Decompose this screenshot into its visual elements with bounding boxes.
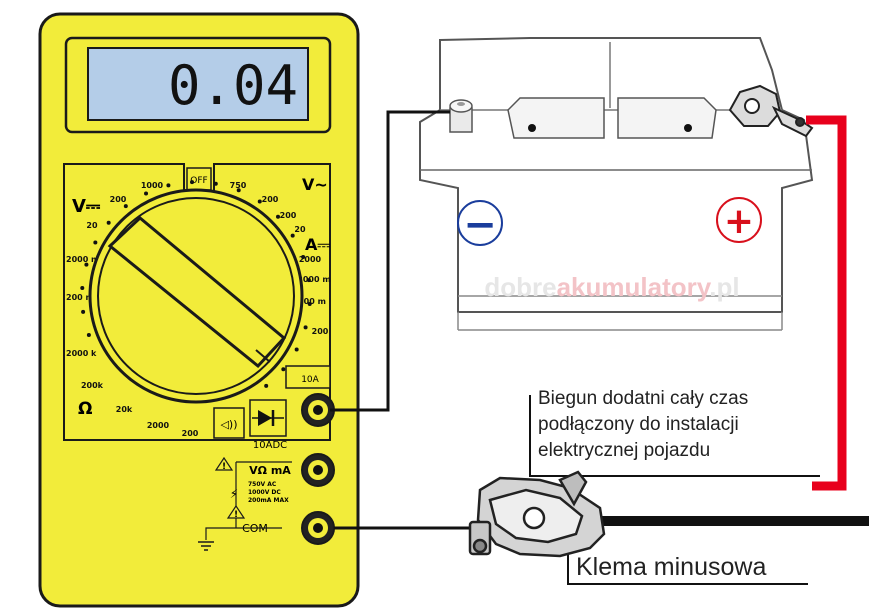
minus-icon: − (463, 202, 497, 248)
dial-tick (294, 347, 299, 352)
range-label: 2000 (147, 421, 170, 430)
dial-tick (290, 233, 295, 238)
probe-wire-10adc (330, 110, 450, 412)
range-label: 200 (262, 195, 279, 204)
range-label: 750 (230, 181, 247, 190)
range-label: 2000 m (66, 255, 99, 264)
dial-tick (264, 383, 269, 388)
v-dc-symbol: V⎓ (72, 196, 101, 217)
range-10a-label: 10A (301, 375, 319, 385)
positive-caption-leader (529, 395, 820, 477)
dial-ticks (80, 180, 312, 388)
range-label: 200 m (66, 293, 94, 302)
range-label: 2000 k (66, 349, 97, 358)
warning-icon (226, 504, 246, 519)
negative-clamp-caption: Klema minusowa (576, 553, 767, 581)
positive-cable (806, 115, 847, 491)
lcd-screen (87, 47, 309, 121)
dial-tick (306, 278, 311, 283)
warning-text: 1000V DC (248, 489, 281, 496)
multimeter: 0.04 OFF V⎓ V~ A⎓ Ω 1000 200 20 2000 m 2… (38, 12, 360, 608)
dial-tick (307, 301, 312, 306)
ohm-symbol: Ω (78, 399, 92, 419)
ground-icon (198, 541, 214, 551)
dial-tick (123, 204, 128, 209)
range-label: 200 (280, 211, 297, 220)
dial-tick (80, 286, 85, 291)
jack-vma[interactable] (301, 453, 335, 487)
dial-tick (84, 262, 89, 267)
jack-10adc-label: 10ADC (253, 440, 287, 451)
dial-tick (281, 367, 286, 372)
range-label: 20 (86, 221, 98, 230)
dial-tick (81, 309, 86, 314)
dial-tick (166, 183, 171, 188)
lcd-reading: 0.04 (168, 54, 298, 117)
caption-line: Biegun dodatni cały czas (538, 388, 749, 409)
a-dc-symbol: A⎓ (305, 235, 330, 254)
dial-tick (190, 180, 195, 185)
range-label: 200 (110, 195, 127, 204)
v-ac-symbol: V~ (302, 175, 328, 194)
dial-tick (213, 181, 218, 186)
dial-tick (276, 214, 281, 219)
continuity-button[interactable] (213, 407, 245, 439)
dial-tick (144, 191, 149, 196)
plus-icon: + (724, 201, 754, 242)
warning-icon (214, 456, 234, 471)
caption-line: elektrycznej pojazdu (538, 440, 711, 461)
battery-handle-right (617, 97, 717, 139)
dial-tick (93, 240, 98, 245)
dial-tick (236, 188, 241, 193)
dial-tick (301, 255, 306, 260)
positive-pole-circle (716, 197, 762, 243)
battery-handle-left (507, 97, 605, 139)
off-label: OFF (190, 176, 207, 186)
positive-clamp (728, 84, 814, 138)
svg-text:!: ! (234, 510, 238, 520)
range-label: 200 m (298, 297, 326, 306)
diode-icon (252, 410, 284, 426)
jack-bracket-lines (205, 439, 330, 540)
positive-pole-caption: Biegun dodatni cały czas podłączony do i… (538, 386, 838, 464)
range-label: 2000 m (297, 275, 330, 284)
range-label: 2000 (299, 255, 322, 264)
dial-tick (257, 199, 262, 204)
dial-tick (106, 220, 111, 225)
dial-tick (86, 332, 91, 337)
range-label: 200k (81, 381, 104, 390)
range-label: 20 (294, 225, 306, 234)
jack-10adc[interactable] (301, 393, 335, 427)
dial-tick (303, 325, 308, 330)
range-10a-box (285, 365, 331, 389)
range-label: 1000 (141, 181, 164, 190)
caption-line: podłączony do instalacji (538, 414, 739, 435)
watermark: dobreakumulatory.pl (484, 272, 739, 302)
jack-com[interactable] (301, 511, 335, 545)
dial-pointer (107, 216, 287, 369)
negative-pole-circle (457, 200, 503, 246)
warning-text: 750V AC (248, 481, 277, 488)
jack-vma-label: VΩ mA (249, 464, 291, 477)
range-label: 200 (182, 429, 199, 438)
svg-text:!: ! (222, 462, 226, 472)
range-label: 200 (312, 327, 329, 336)
battery: − + dobreakumulatory.pl (419, 37, 814, 331)
battery-case (419, 37, 814, 313)
continuity-icon: ◁)) (220, 418, 237, 431)
negative-clamp (468, 470, 606, 558)
range-label: 20k (116, 405, 133, 414)
negative-terminal (449, 99, 473, 133)
warning-text: 200mA MAX (248, 497, 289, 504)
lightning-icon: ⚡ (230, 487, 238, 501)
